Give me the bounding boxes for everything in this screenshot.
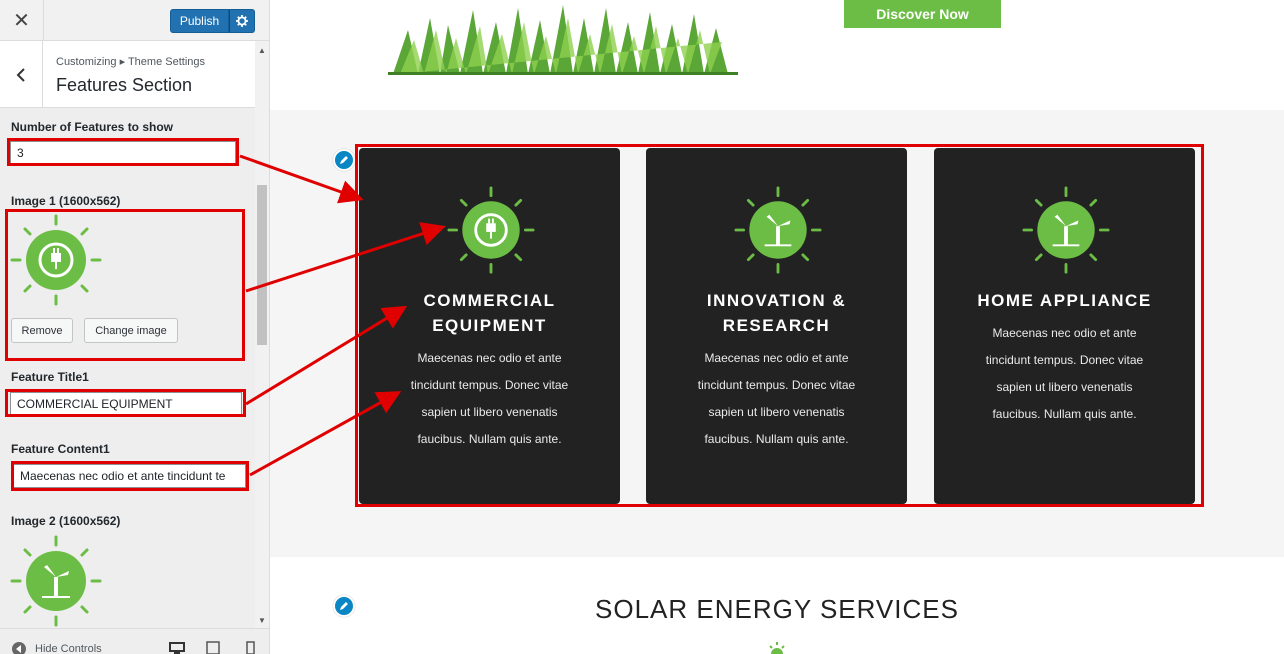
section-header: Customizing ▸ Theme Settings Features Se… (0, 41, 255, 108)
feature-card-3: HOME APPLIANCE Maecenas nec odio et ante… (934, 148, 1195, 504)
feature-content1-input[interactable]: Maecenas nec odio et ante tincidunt te (13, 464, 246, 488)
feature-title-line: HOME APPLIANCE (977, 291, 1152, 310)
remove-image-button[interactable]: Remove (11, 318, 73, 343)
feature-text-line: faucibus. Nullam quis ante. (992, 407, 1137, 421)
pencil-icon (340, 156, 348, 164)
discover-now-button[interactable]: Discover Now (844, 0, 1001, 28)
feature-title1-input[interactable]: COMMERCIAL EQUIPMENT (10, 392, 242, 416)
collapse-icon (12, 642, 26, 654)
feature-text: Maecenas nec odio et ante tincidunt temp… (383, 345, 596, 453)
hide-controls-button[interactable]: Hide Controls (12, 642, 102, 654)
feature-image1-thumbnail (10, 214, 102, 306)
pencil-icon (340, 602, 348, 610)
feature-text-line: faucibus. Nullam quis ante. (417, 432, 562, 446)
feature-text-line: Maecenas nec odio et ante (417, 351, 562, 365)
scroll-down-arrow-icon[interactable]: ▼ (258, 616, 266, 625)
feature-title: INNOVATION & RESEARCH (656, 288, 897, 338)
image2-label: Image 2 (1600x562) (11, 514, 121, 528)
windmill-sun-icon (734, 186, 822, 274)
feature-text-line: sapien ut libero venenatis (996, 380, 1133, 394)
close-customizer-button[interactable]: ✕ (0, 0, 44, 41)
mobile-icon[interactable] (246, 641, 255, 654)
feature-text: Maecenas nec odio et ante tincidunt temp… (958, 320, 1171, 428)
change-image-button[interactable]: Change image (84, 318, 178, 343)
feature-text-line: tincidunt tempus. Donec vitae (985, 353, 1144, 367)
feature-text-line: tincidunt tempus. Donec vitae (697, 378, 856, 392)
site-preview: Discover Now COMMERCIAL EQUIPMENT (270, 0, 1284, 654)
feature-text-line: sapien ut libero venenatis (708, 405, 845, 419)
scrollbar-thumb[interactable] (257, 185, 267, 345)
feature-text-line: Maecenas nec odio et ante (992, 326, 1137, 340)
feature-text-line: tincidunt tempus. Donec vitae (410, 378, 569, 392)
breadcrumb: Customizing ▸ Theme Settings (56, 56, 205, 68)
num-features-label: Number of Features to show (11, 120, 174, 134)
plug-sun-icon (447, 186, 535, 274)
customizer-sidebar: ✕ Publish Customizing ▸ Theme Settings F… (0, 0, 270, 654)
feature-text-line: sapien ut libero venenatis (421, 405, 558, 419)
section-title: Features Section (56, 75, 193, 95)
feature-title: COMMERCIAL EQUIPMENT (369, 288, 610, 338)
edit-services-shortcut[interactable] (333, 595, 355, 617)
services-section-title: SOLAR ENERGY SERVICES (595, 594, 959, 624)
sun-icon (769, 642, 785, 654)
feature-title-line: INNOVATION & (706, 291, 847, 310)
desktop-icon[interactable] (169, 642, 185, 654)
feature-text-line: Maecenas nec odio et ante (704, 351, 849, 365)
close-icon: ✕ (13, 10, 30, 32)
feature-card-1: COMMERCIAL EQUIPMENT Maecenas nec odio e… (359, 148, 620, 504)
hide-controls-label: Hide Controls (35, 643, 102, 654)
feature-title1-label: Feature Title1 (11, 370, 89, 384)
back-button[interactable] (0, 41, 43, 108)
publish-settings-button[interactable] (229, 9, 255, 33)
customizer-footer: Hide Controls (0, 628, 269, 654)
feature-title-line: RESEARCH (722, 316, 831, 335)
feature-title: HOME APPLIANCE (944, 288, 1185, 313)
feature-text: Maecenas nec odio et ante tincidunt temp… (670, 345, 883, 453)
feature-text-line: faucibus. Nullam quis ante. (704, 432, 849, 446)
feature-title-line: EQUIPMENT (432, 316, 547, 335)
grass-image (388, 5, 738, 75)
num-features-input[interactable]: 3 (10, 141, 236, 165)
feature-content1-label: Feature Content1 (11, 442, 110, 456)
gear-icon (236, 15, 248, 27)
feature-card-2: INNOVATION & RESEARCH Maecenas nec odio … (646, 148, 907, 504)
edit-features-shortcut[interactable] (333, 149, 355, 171)
scroll-up-arrow-icon[interactable]: ▲ (258, 46, 266, 55)
feature-title-line: COMMERCIAL (423, 291, 556, 310)
publish-button[interactable]: Publish (170, 9, 229, 33)
chevron-left-icon (16, 67, 25, 82)
feature-image2-thumbnail (10, 535, 102, 627)
image1-label: Image 1 (1600x562) (11, 194, 121, 208)
windmill-sun-icon (1022, 186, 1110, 274)
customizer-header: ✕ Publish (0, 0, 269, 41)
tablet-icon[interactable] (206, 641, 220, 654)
